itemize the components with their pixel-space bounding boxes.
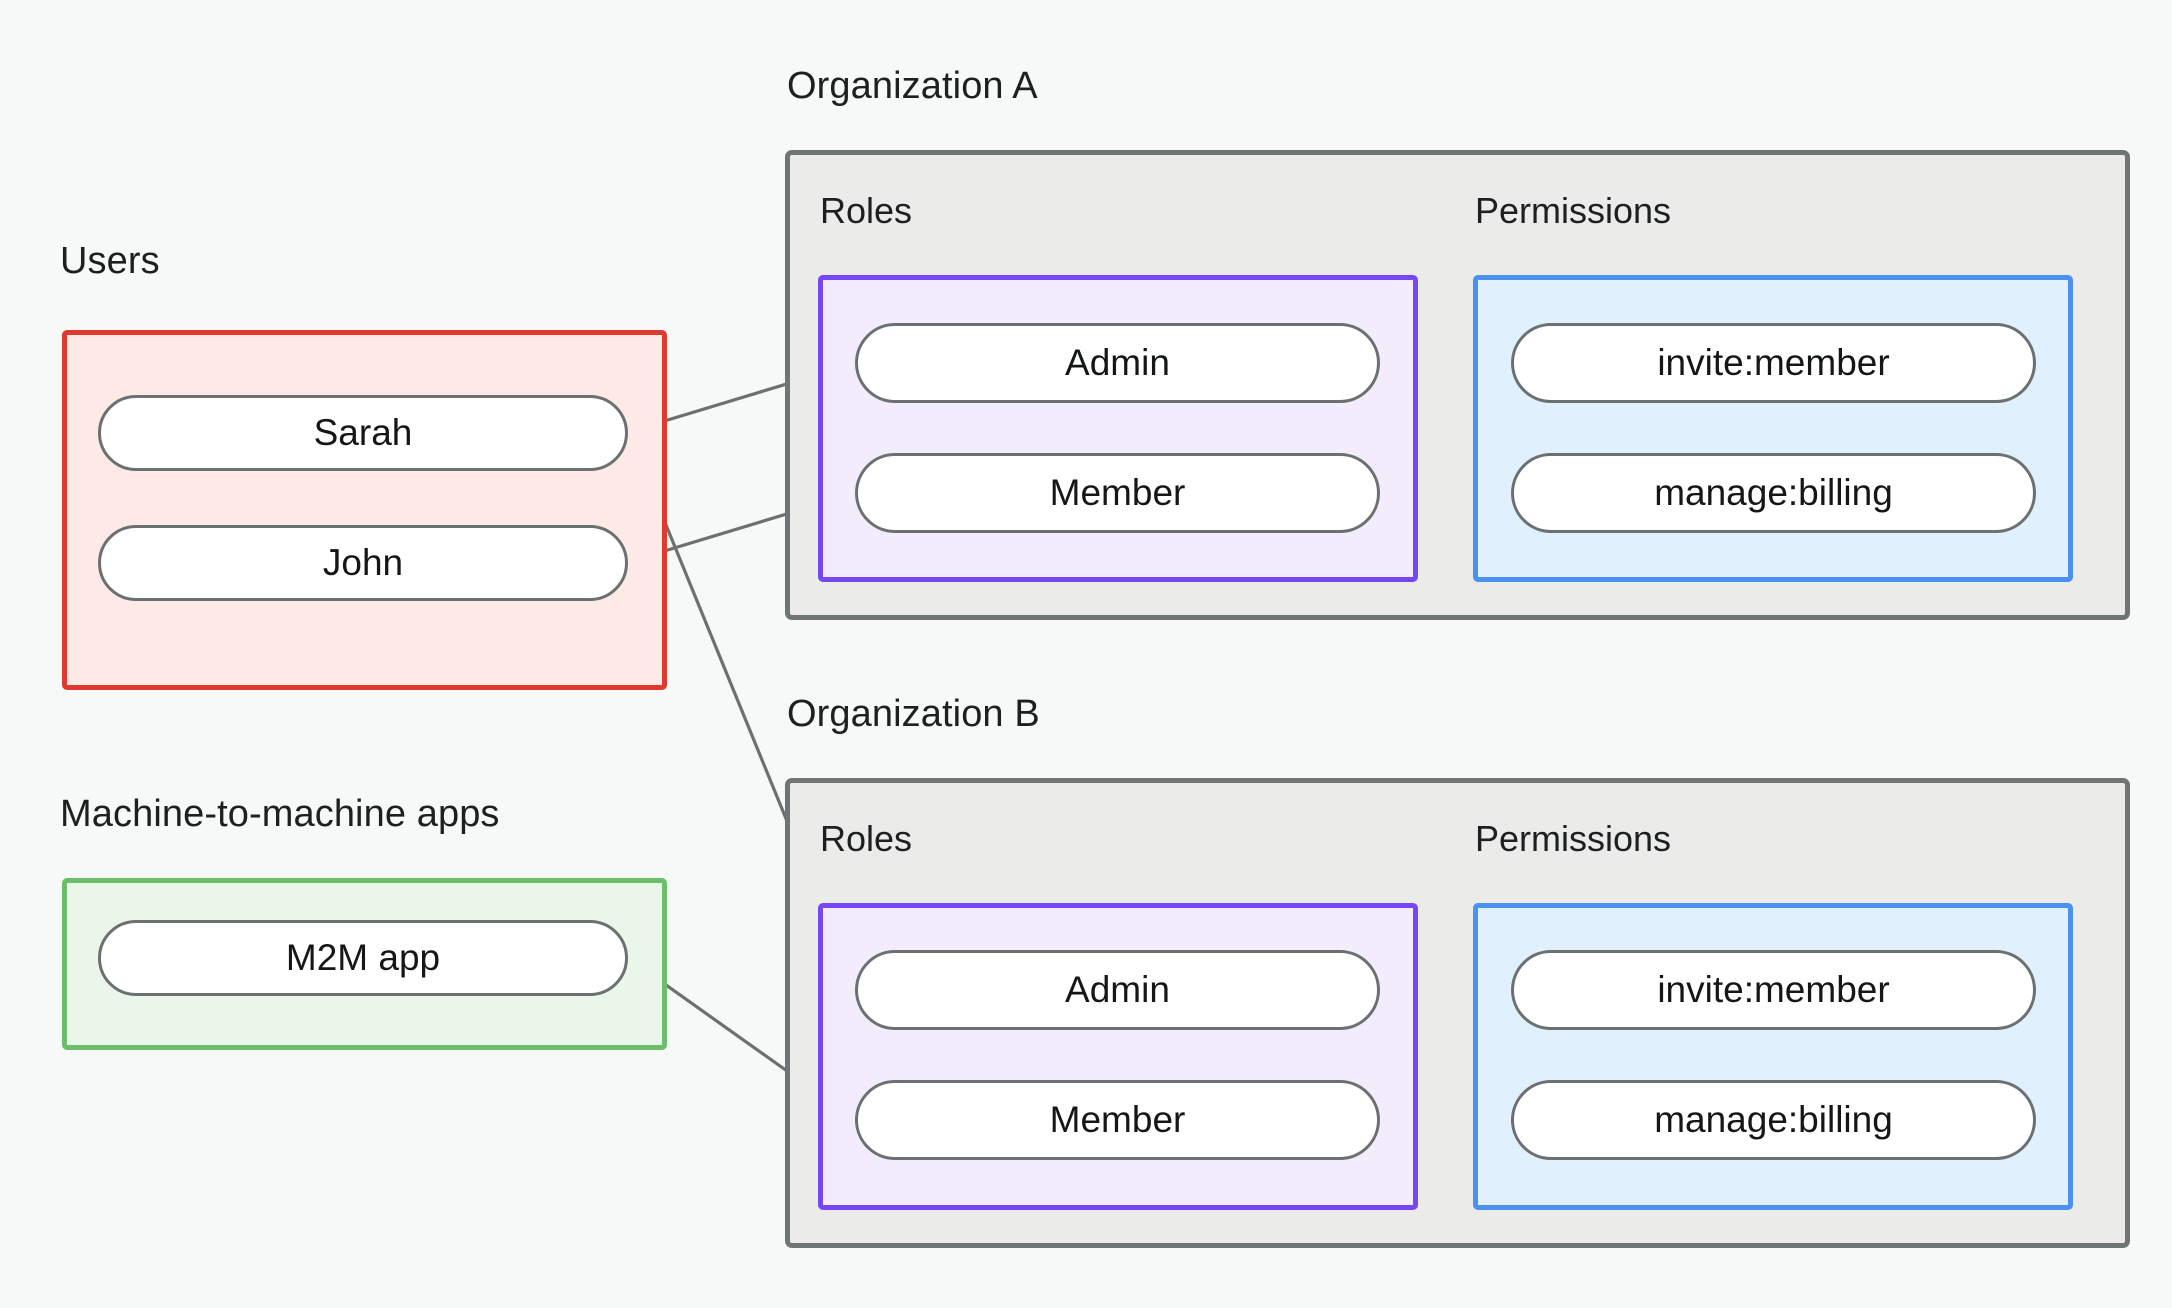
m2m-group-title: Machine-to-machine apps xyxy=(60,793,500,835)
node-org-a-member[interactable]: Member xyxy=(855,453,1380,533)
org-a-roles-box xyxy=(818,275,1418,582)
node-m2m-app[interactable]: M2M app xyxy=(98,920,628,996)
node-org-a-manage-billing[interactable]: manage:billing xyxy=(1511,453,2036,533)
users-group-title: Users xyxy=(60,240,160,282)
node-john[interactable]: John xyxy=(98,525,628,601)
node-org-a-invite-member[interactable]: invite:member xyxy=(1511,323,2036,403)
node-org-b-admin[interactable]: Admin xyxy=(855,950,1380,1030)
node-org-b-member[interactable]: Member xyxy=(855,1080,1380,1160)
users-group-box xyxy=(62,330,667,690)
node-sarah[interactable]: Sarah xyxy=(98,395,628,471)
org-b-roles-title: Roles xyxy=(820,818,913,859)
node-org-b-manage-billing[interactable]: manage:billing xyxy=(1511,1080,2036,1160)
node-org-b-invite-member[interactable]: invite:member xyxy=(1511,950,2036,1030)
org-a-title: Organization A xyxy=(787,65,1038,107)
node-org-a-admin[interactable]: Admin xyxy=(855,323,1380,403)
org-a-permissions-title: Permissions xyxy=(1475,190,1672,231)
org-a-permissions-box xyxy=(1473,275,2073,582)
org-a-roles-title: Roles xyxy=(820,190,913,231)
org-b-title: Organization B xyxy=(787,693,1040,735)
org-b-permissions-title: Permissions xyxy=(1475,818,1672,859)
